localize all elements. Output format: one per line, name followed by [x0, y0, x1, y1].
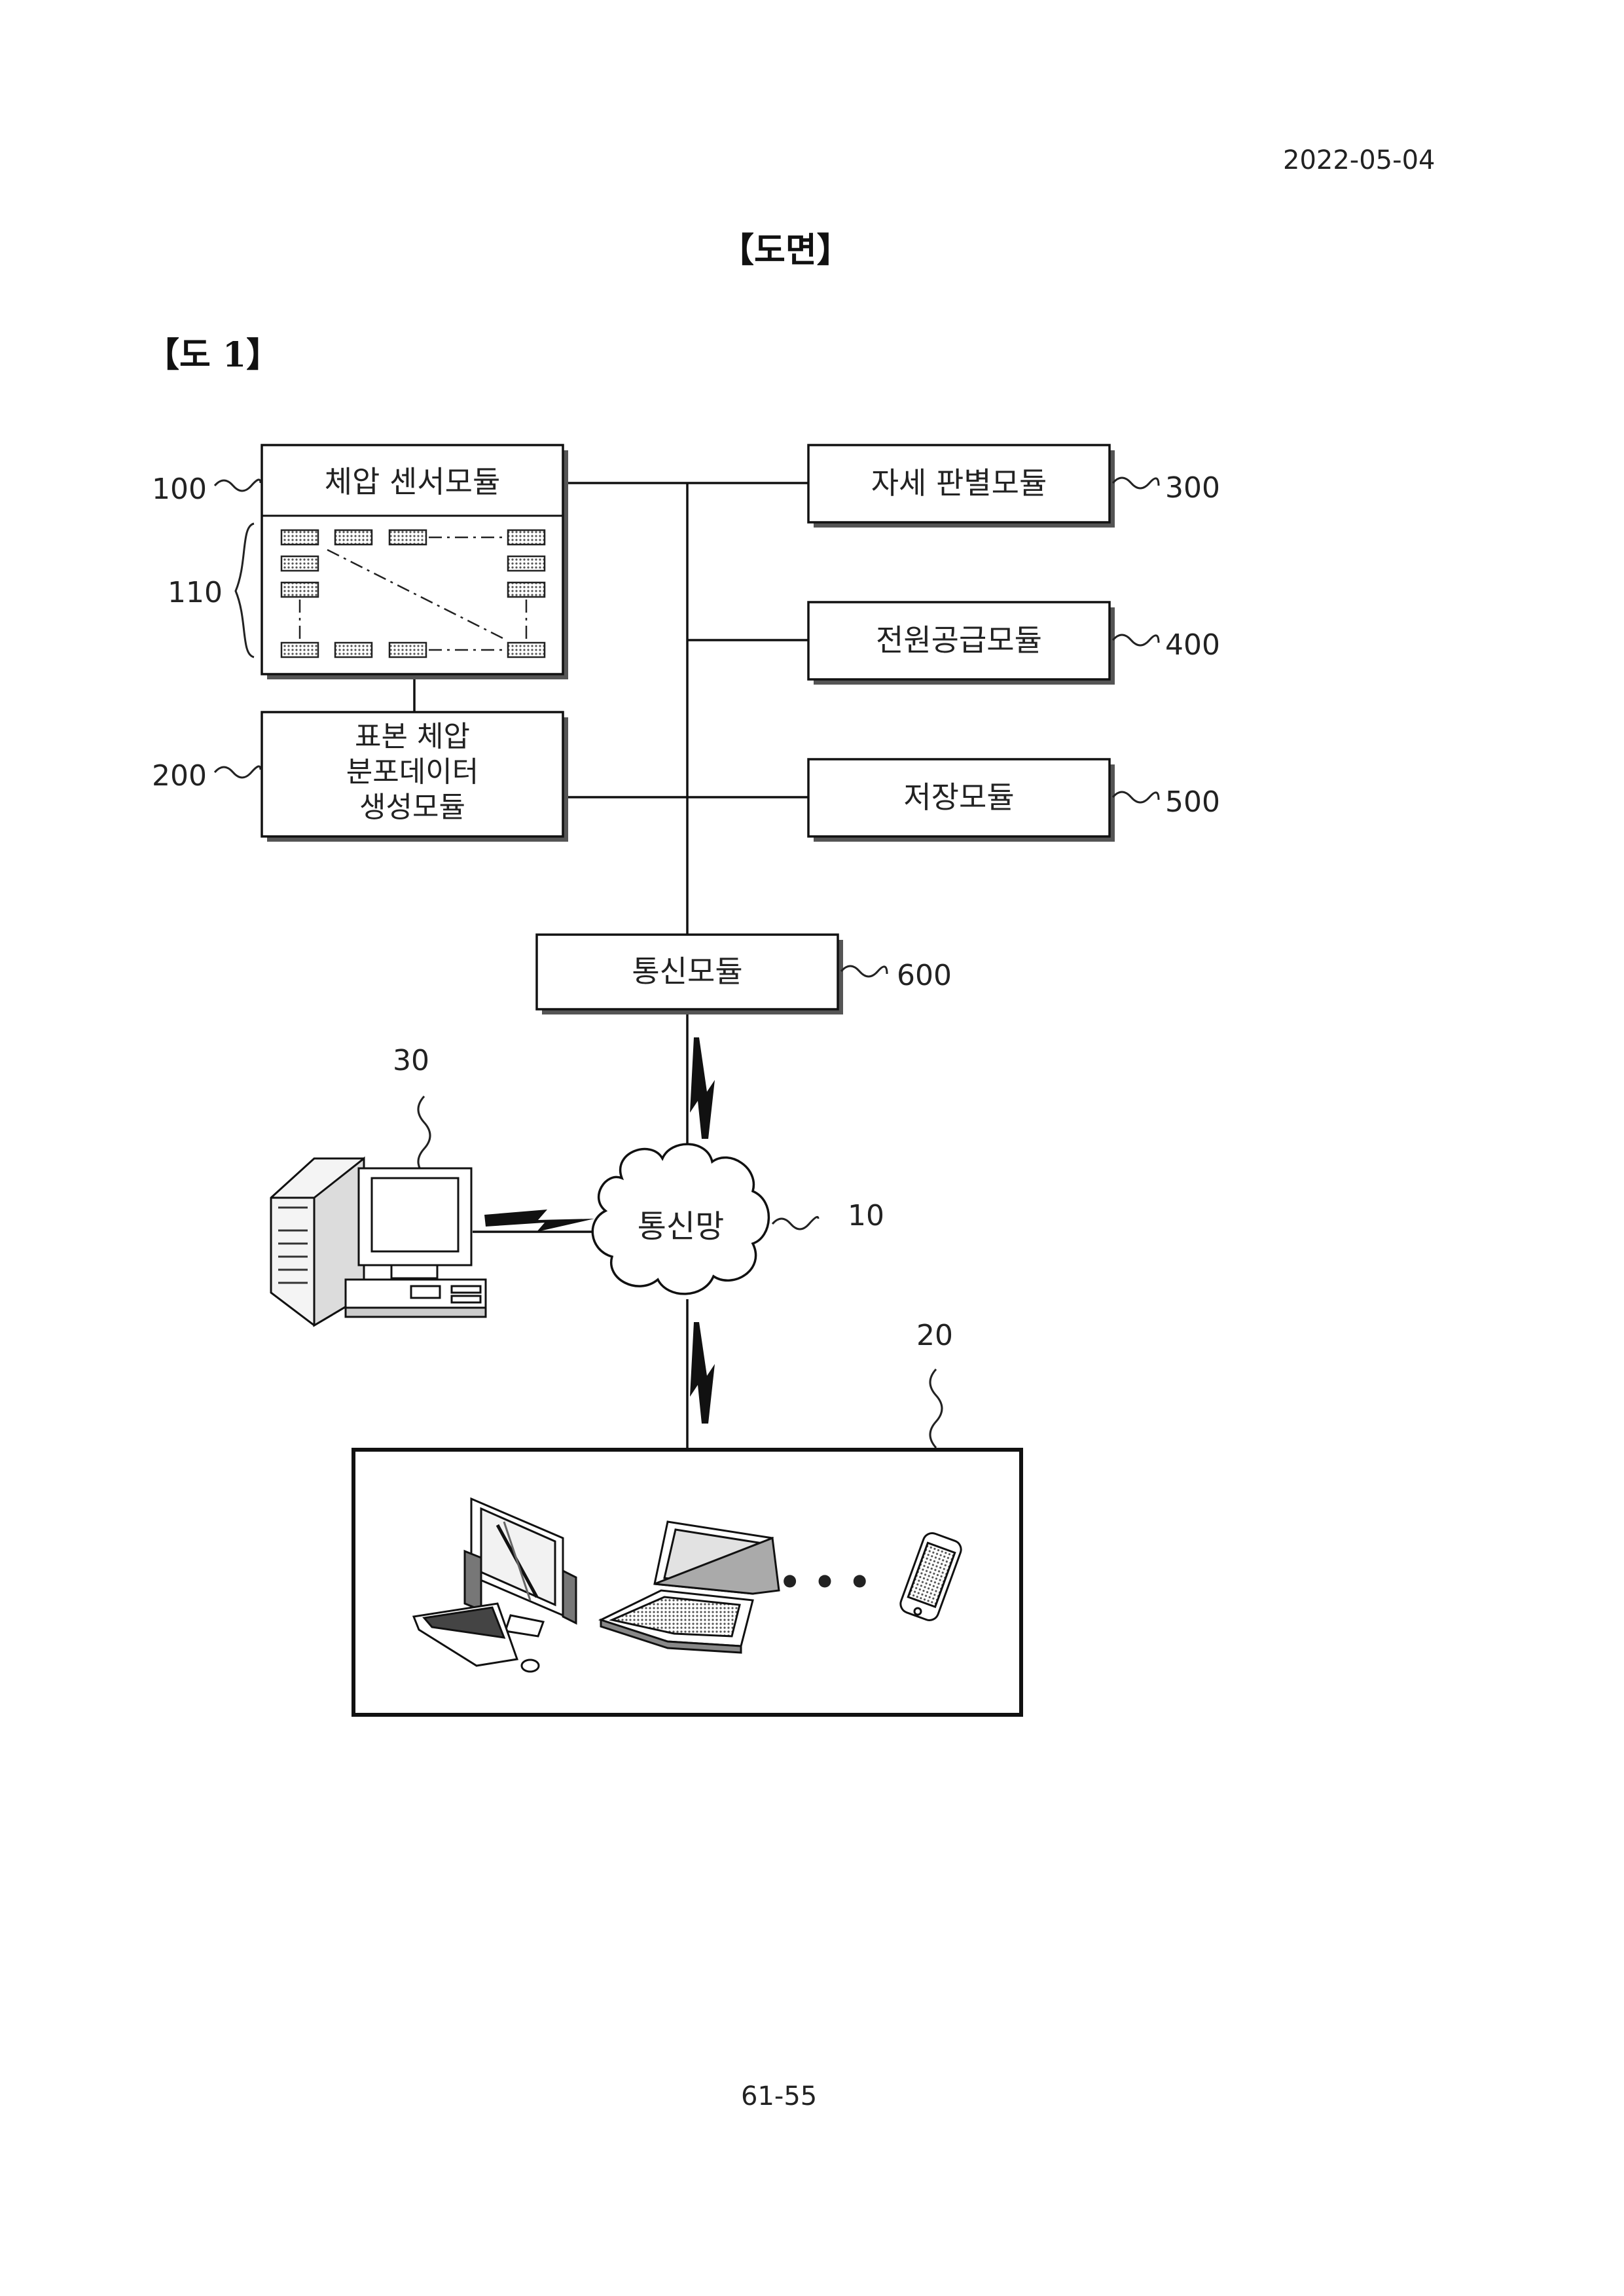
ref-200: 200	[152, 759, 207, 793]
ref-110: 110	[168, 576, 223, 609]
more-devices-ellipsis: • • •	[778, 1562, 871, 1603]
ref-400: 400	[1165, 628, 1220, 662]
svg-text:전원공급모듈: 전원공급모듈	[876, 622, 1042, 658]
ref-100: 100	[152, 473, 207, 506]
ref-600: 600	[897, 959, 952, 992]
sensor-array	[234, 522, 546, 658]
lightning-icon	[484, 1210, 594, 1232]
sensor-module-label: 체압 센서모듈	[325, 464, 501, 499]
reference-numerals: 100 110 200 300 400 500 600 10 30 20	[152, 471, 1220, 1352]
smartphone-icon	[899, 1532, 962, 1621]
svg-text:저장모듈: 저장모듈	[903, 780, 1014, 815]
ref-30: 30	[393, 1044, 429, 1077]
laptop-icon	[598, 1520, 780, 1654]
posture-module-box: 자세 판별모듈	[807, 444, 1115, 528]
svg-text:표본 체압: 표본 체압	[355, 720, 470, 753]
desktop-computer-icon	[270, 1156, 487, 1327]
desktop-pc-icon	[412, 1497, 577, 1673]
document-date: 2022-05-04	[1283, 145, 1435, 175]
svg-text:생성모듈: 생성모듈	[359, 791, 465, 824]
connection-lines	[413, 482, 808, 1450]
svg-text:분포데이터: 분포데이터	[346, 755, 478, 789]
lightning-icon	[690, 1322, 715, 1424]
ref-300: 300	[1165, 471, 1220, 505]
figure-label: 【도 1】	[145, 335, 281, 375]
network-cloud: 통신망	[591, 1143, 770, 1295]
ref-20: 20	[916, 1319, 953, 1352]
power-module-box: 전원공급모듈	[807, 601, 1115, 685]
ref-500: 500	[1165, 785, 1220, 819]
svg-text:자세 판별모듈: 자세 판별모듈	[871, 465, 1047, 501]
sample-distribution-module-box: 표본 체압 분포데이터 생성모듈	[261, 711, 568, 842]
wireless-links	[484, 1037, 715, 1424]
network-label: 통신망	[638, 1208, 724, 1245]
page-number: 61-55	[741, 2081, 818, 2111]
lightning-icon	[690, 1037, 715, 1139]
reference-leaders	[213, 476, 1160, 1449]
svg-text:통신모듈: 통신모듈	[632, 954, 742, 989]
comm-module-box: 통신모듈	[535, 933, 843, 1014]
storage-module-box: 저장모듈	[807, 758, 1115, 842]
section-title: 【도면】	[720, 230, 851, 270]
ref-10: 10	[848, 1199, 884, 1232]
